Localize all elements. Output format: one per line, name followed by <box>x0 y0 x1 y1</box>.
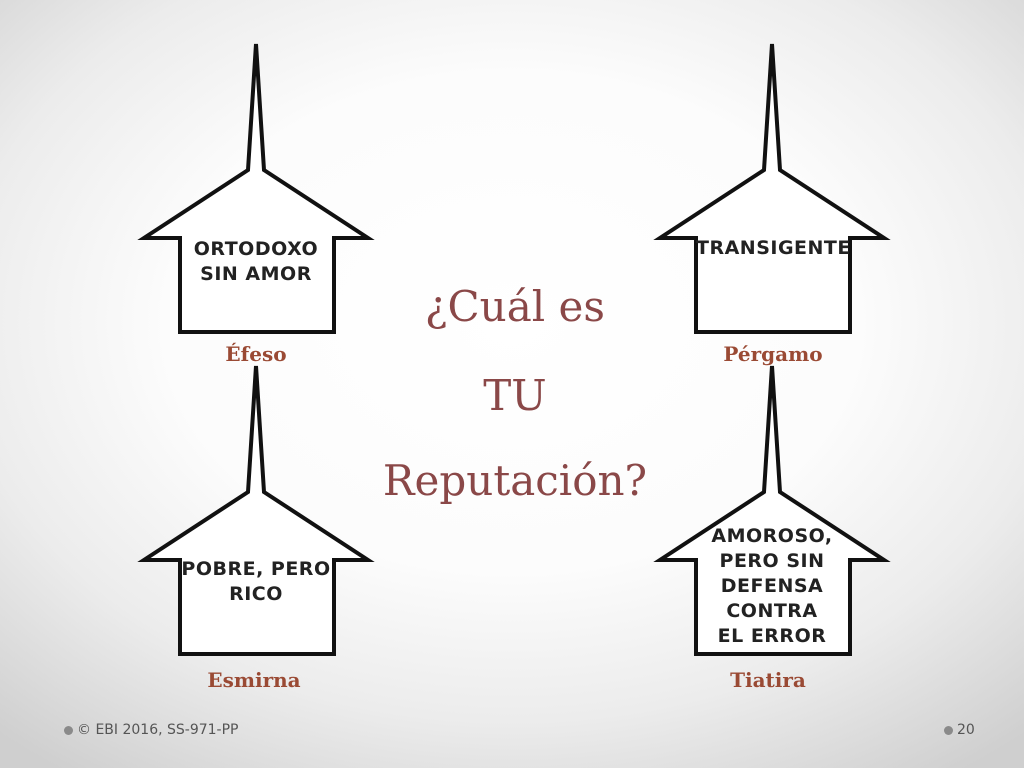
church-description: TRANSIGENTE <box>696 237 851 259</box>
church-name-tiatira: Tiatira <box>730 668 806 692</box>
church-esmirna: POBRE, PERO RICO <box>136 362 376 682</box>
church-description: AMOROSO, PERO SIN DEFENSA CONTRA EL ERRO… <box>711 525 833 647</box>
church-description: POBRE, PERO RICO <box>181 558 331 605</box>
question-line-1: ¿Cuál es <box>425 282 605 331</box>
church-name-efeso: Éfeso <box>225 342 287 366</box>
copyright-text: © EBI 2016, SS-971-PP <box>77 722 239 738</box>
church-tiatira: AMOROSO, PERO SIN DEFENSA CONTRA EL ERRO… <box>652 362 892 682</box>
church-building-icon <box>137 365 375 656</box>
church-efeso: ORTODOXO SIN AMOR <box>136 40 376 360</box>
church-name-esmirna: Esmirna <box>207 668 301 692</box>
bullet-icon <box>944 725 953 735</box>
church-building-icon <box>653 43 891 334</box>
church-pergamo: TRANSIGENTE <box>652 40 892 360</box>
church-building-icon <box>653 365 891 656</box>
footer-copyright: © EBI 2016, SS-971-PP <box>64 722 239 738</box>
bullet-icon <box>64 725 73 735</box>
church-description: ORTODOXO SIN AMOR <box>193 238 319 285</box>
church-name-pergamo: Pérgamo <box>723 342 823 366</box>
footer-page-number: 20 <box>944 722 975 738</box>
page-number: 20 <box>957 722 975 738</box>
question-line-2: TU <box>483 371 547 420</box>
question-line-3: Reputación? <box>382 456 648 505</box>
church-building-icon <box>137 43 375 334</box>
